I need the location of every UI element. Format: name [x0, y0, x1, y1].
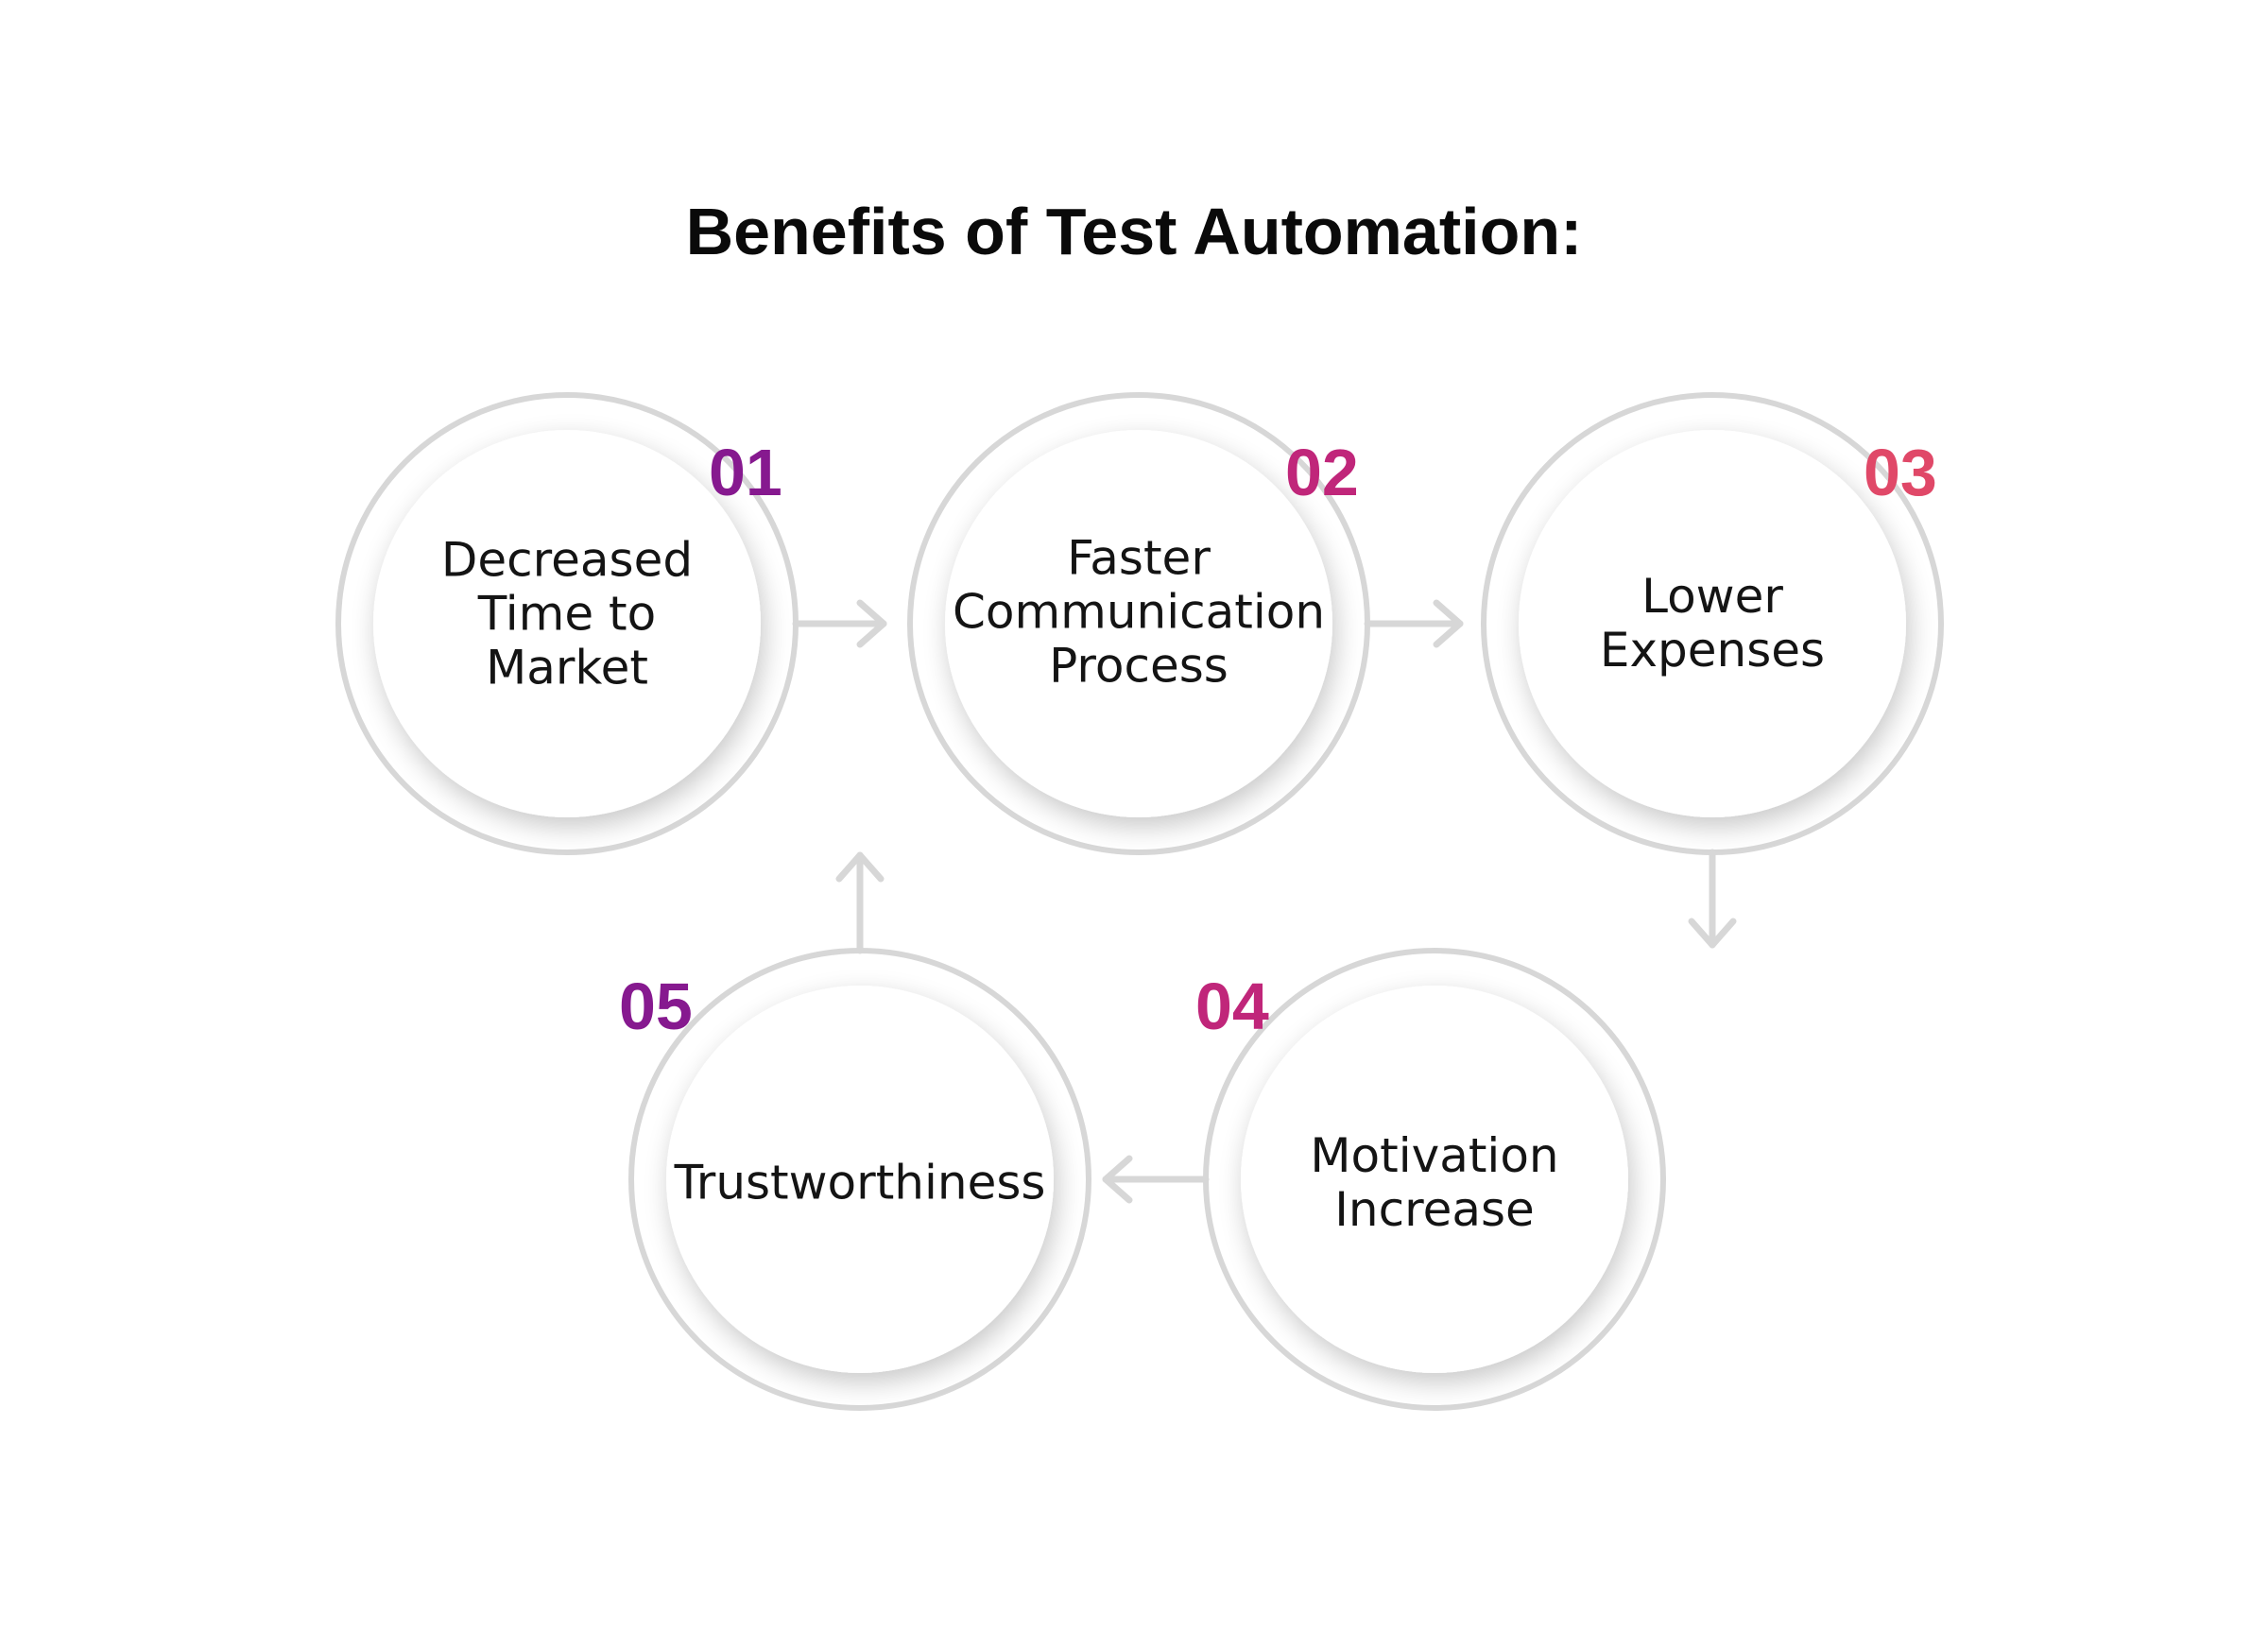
step-04-disc — [1241, 986, 1628, 1373]
step-04-label-line: Motivation — [1310, 1128, 1559, 1183]
diagram-title: Benefits of Test Automation: — [685, 195, 1583, 268]
connector-02-03 — [1364, 599, 1464, 648]
connector-05-01 — [835, 851, 885, 954]
step-01-number: 01 — [709, 436, 782, 509]
step-03-number: 03 — [1864, 436, 1937, 509]
step-01-label: Decreased Time to Market — [359, 532, 775, 695]
step-02-label-line: Process — [1049, 638, 1228, 694]
step-05-number: 05 — [619, 970, 693, 1043]
step-05-disc — [666, 986, 1054, 1373]
step-04-label: Motivation Increase — [1227, 1129, 1642, 1237]
step-05-label: Trustworthiness — [652, 1155, 1068, 1210]
step-03-label-line: Expenses — [1599, 623, 1826, 678]
step-01-disc — [373, 430, 761, 817]
step-02-disc — [945, 430, 1332, 817]
connector-01-02 — [792, 599, 887, 648]
step-03-label-line: Lower — [1641, 569, 1783, 624]
step-03-label: Lower Expenses — [1504, 570, 1920, 678]
step-03-disc — [1519, 430, 1906, 817]
step-01-label-line: Decreased — [440, 532, 694, 588]
step-02-label-line: Faster — [1067, 530, 1211, 586]
step-01-label-line: Time to — [477, 586, 657, 642]
step-01-label-line: Market — [486, 640, 648, 695]
step-04-number: 04 — [1195, 970, 1269, 1043]
connector-04-05 — [1102, 1155, 1210, 1204]
step-05-label-line: Trustworthiness — [674, 1155, 1046, 1210]
step-02-label-line: Communication — [952, 584, 1326, 640]
step-02-number: 02 — [1285, 436, 1359, 509]
step-02-label: Faster Communication Process — [931, 530, 1347, 694]
step-04-label-line: Increase — [1334, 1182, 1535, 1237]
connector-03-04 — [1688, 849, 1737, 949]
